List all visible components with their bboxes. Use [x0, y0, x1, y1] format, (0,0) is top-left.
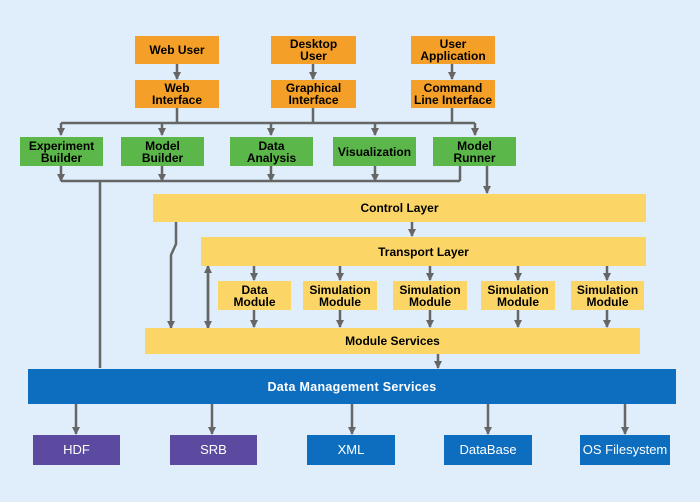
user-application-box: User Application [411, 36, 495, 64]
data-management-services-bar: Data Management Services [28, 369, 676, 404]
simulation-module-box-1: Simulation Module [303, 281, 377, 310]
web-interface-box: Web Interface [135, 80, 219, 108]
simulation-module-box-4: Simulation Module [571, 281, 644, 310]
xml-store-box: XML [307, 435, 395, 465]
control-layer-bar: Control Layer [153, 194, 646, 222]
model-runner-box: Model Runner [433, 137, 516, 166]
arrow-control-moduleservices [167, 222, 178, 329]
srb-store-box: SRB [170, 435, 257, 465]
experiment-builder-box: Experiment Builder [20, 137, 103, 166]
desktop-user-box: Desktop User [271, 36, 356, 64]
data-analysis-box: Data Analysis [230, 137, 313, 166]
database-store-box: DataBase [444, 435, 532, 465]
command-line-interface-box: Command Line Interface [411, 80, 495, 108]
os-filesystem-store-box: OS Filesystem [580, 435, 670, 465]
hdf-store-box: HDF [33, 435, 120, 465]
transport-layer-bar: Transport Layer [201, 237, 646, 266]
simulation-module-box-2: Simulation Module [393, 281, 467, 310]
graphical-interface-box: Graphical Interface [271, 80, 356, 108]
data-module-box: Data Module [218, 281, 291, 310]
module-services-bar: Module Services [145, 328, 640, 354]
web-user-box: Web User [135, 36, 219, 64]
model-builder-box: Model Builder [121, 137, 204, 166]
simulation-module-box-3: Simulation Module [481, 281, 555, 310]
visualization-box: Visualization [333, 137, 416, 166]
